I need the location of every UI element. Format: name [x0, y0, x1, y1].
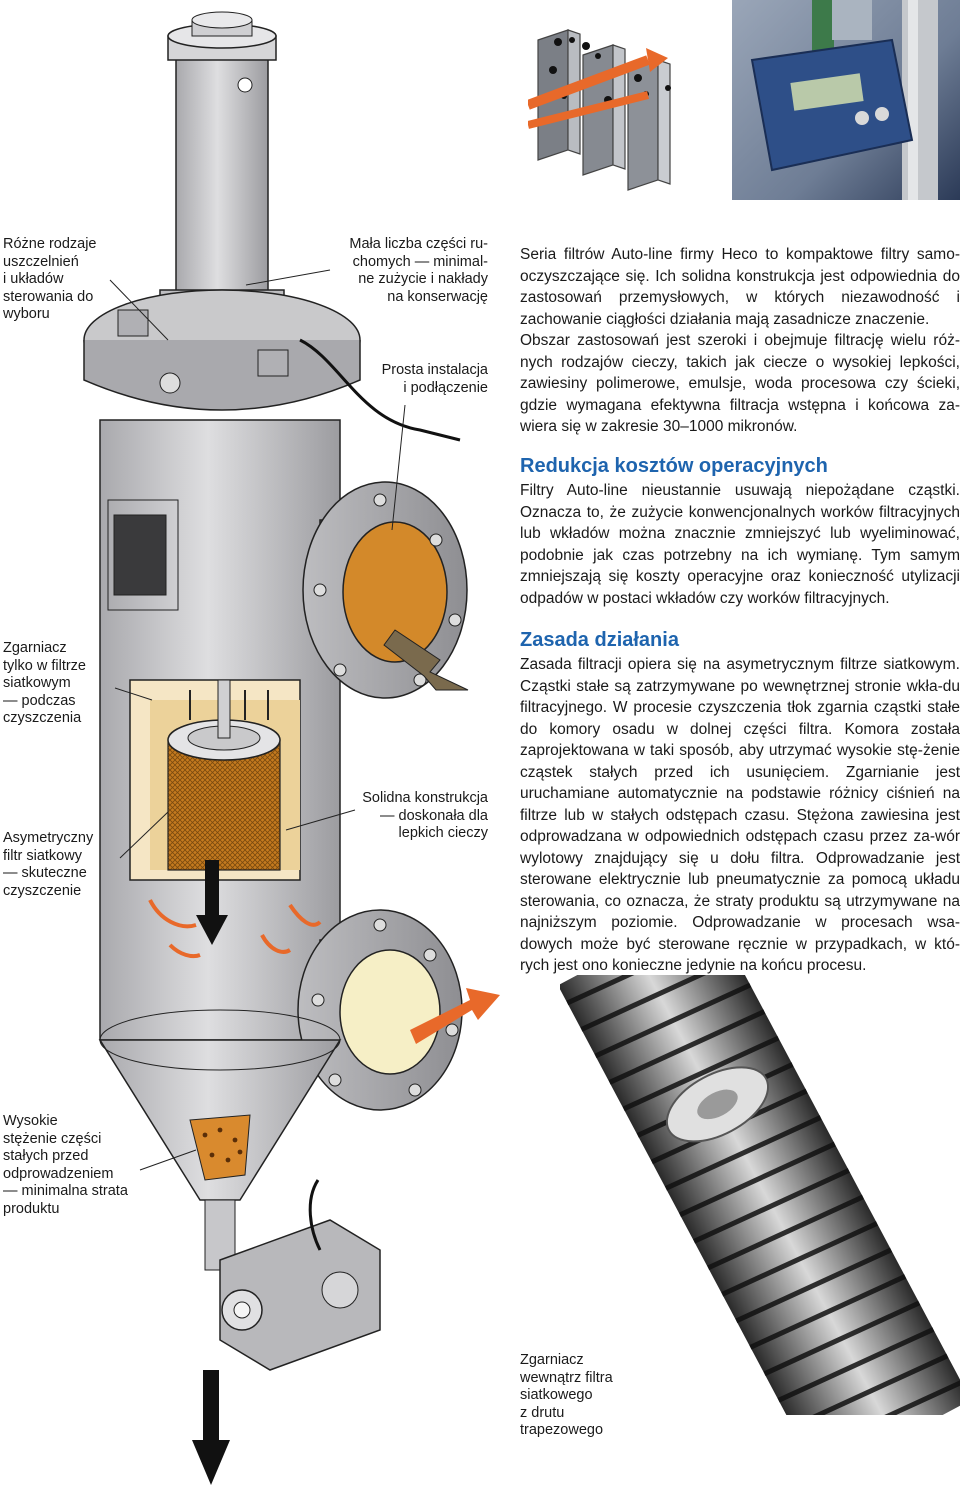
label-scraper-inside: Zgarniacz wewnątrz filtra siatkowego z d… [520, 1352, 613, 1438]
operating-principle-text: Zasada filtracji opiera się na asymetryc… [520, 656, 960, 974]
label-installation: Prosta instalacja i podłączenie [381, 362, 488, 396]
trapezoid-wire-filter-photo [560, 975, 960, 1415]
heading-cost-reduction: Redukcja kosztów operacyjnych [520, 455, 828, 477]
cost-reduction-text: Filtry Auto-line nieustannie usuwają nie… [520, 482, 960, 607]
filter-cutaway-diagram [60, 0, 500, 1488]
label-seals: Różne rodzaje uszczelnień i układów ster… [3, 236, 97, 322]
label-moving-parts: Mała liczba części ru- chomych — minimal… [349, 236, 488, 305]
intro-paragraph-2: Obszar zastosowań jest szeroki i obejmuj… [520, 332, 960, 435]
label-solid-construction: Solidna konstrukcja — doskonała dla lepk… [362, 790, 488, 841]
label-asymmetric-filter: Asymetryczny filtr siatkowy — skuteczne … [3, 830, 94, 899]
intro-paragraph-1: Seria filtrów Auto-line firmy Heco to ko… [520, 246, 960, 328]
filter-elements-photo [528, 0, 708, 200]
heading-operating-principle: Zasada działania [520, 629, 679, 651]
label-high-concentration: Wysokie stężenie części stałych przed od… [3, 1113, 128, 1217]
label-scraper-cleaning: Zgarniacz tylko w filtrze siatkowym — po… [3, 640, 86, 726]
control-unit-photo [732, 0, 960, 200]
